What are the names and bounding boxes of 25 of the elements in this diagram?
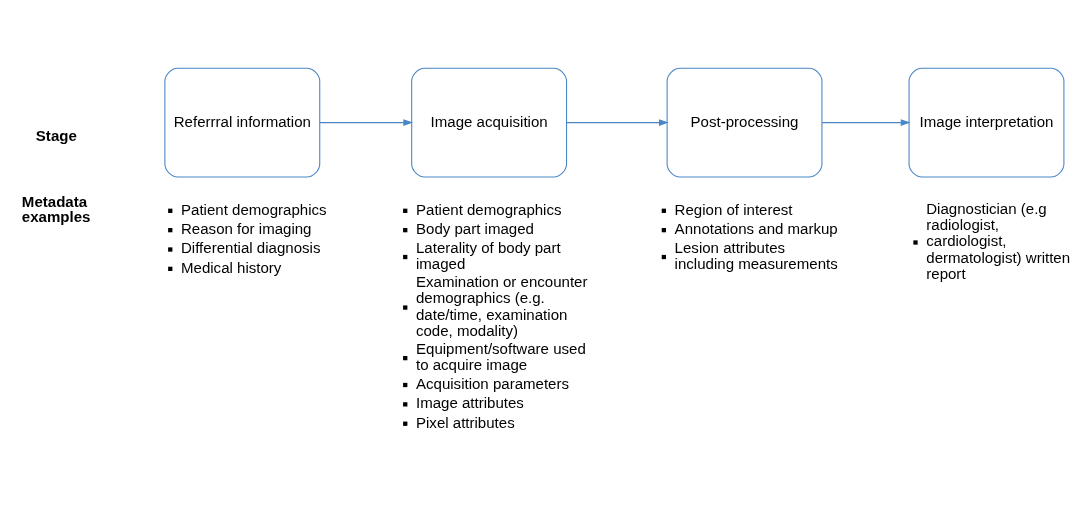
node-label: Region of interest: [674, 200, 793, 218]
node-label: Lesion attributes including measurements: [674, 238, 838, 273]
node-label: Laterality of body part imaged: [415, 238, 561, 273]
node-label: Differential diagnosis: [181, 239, 321, 257]
node-label: Acquisition parameters: [415, 374, 570, 392]
label: Stage: [35, 126, 77, 144]
node-box: Post-processing: [666, 67, 823, 178]
node-label: Equipment/software used to acquire image: [415, 340, 586, 374]
label: Metadata examples: [21, 192, 91, 225]
node-box: Image acquisition: [411, 67, 568, 178]
node-label: Pixel attributes: [415, 413, 515, 431]
node-label: Examination or encounter demographics (e.g. date/time, examination code, modality): [415, 273, 588, 339]
arrow: [319, 119, 413, 126]
arrow: [566, 119, 669, 126]
node-label: Image attributes: [415, 394, 524, 412]
arrow: [821, 119, 911, 126]
node-label: Patient demographics: [415, 200, 562, 218]
node-label: Diagnostician (e.g radiologist, cardiologist, dermatologist) written report: [926, 200, 1071, 282]
node-box: Image interpretation: [908, 67, 1065, 178]
node-label: Medical history: [181, 258, 282, 276]
node-label: Reason for imaging: [181, 220, 312, 238]
node-label: Patient demographics: [181, 200, 327, 218]
node-label: Annotations and markup: [674, 220, 838, 238]
node-label: Body part imaged: [415, 220, 534, 238]
node-box: Referrral information: [164, 67, 321, 178]
